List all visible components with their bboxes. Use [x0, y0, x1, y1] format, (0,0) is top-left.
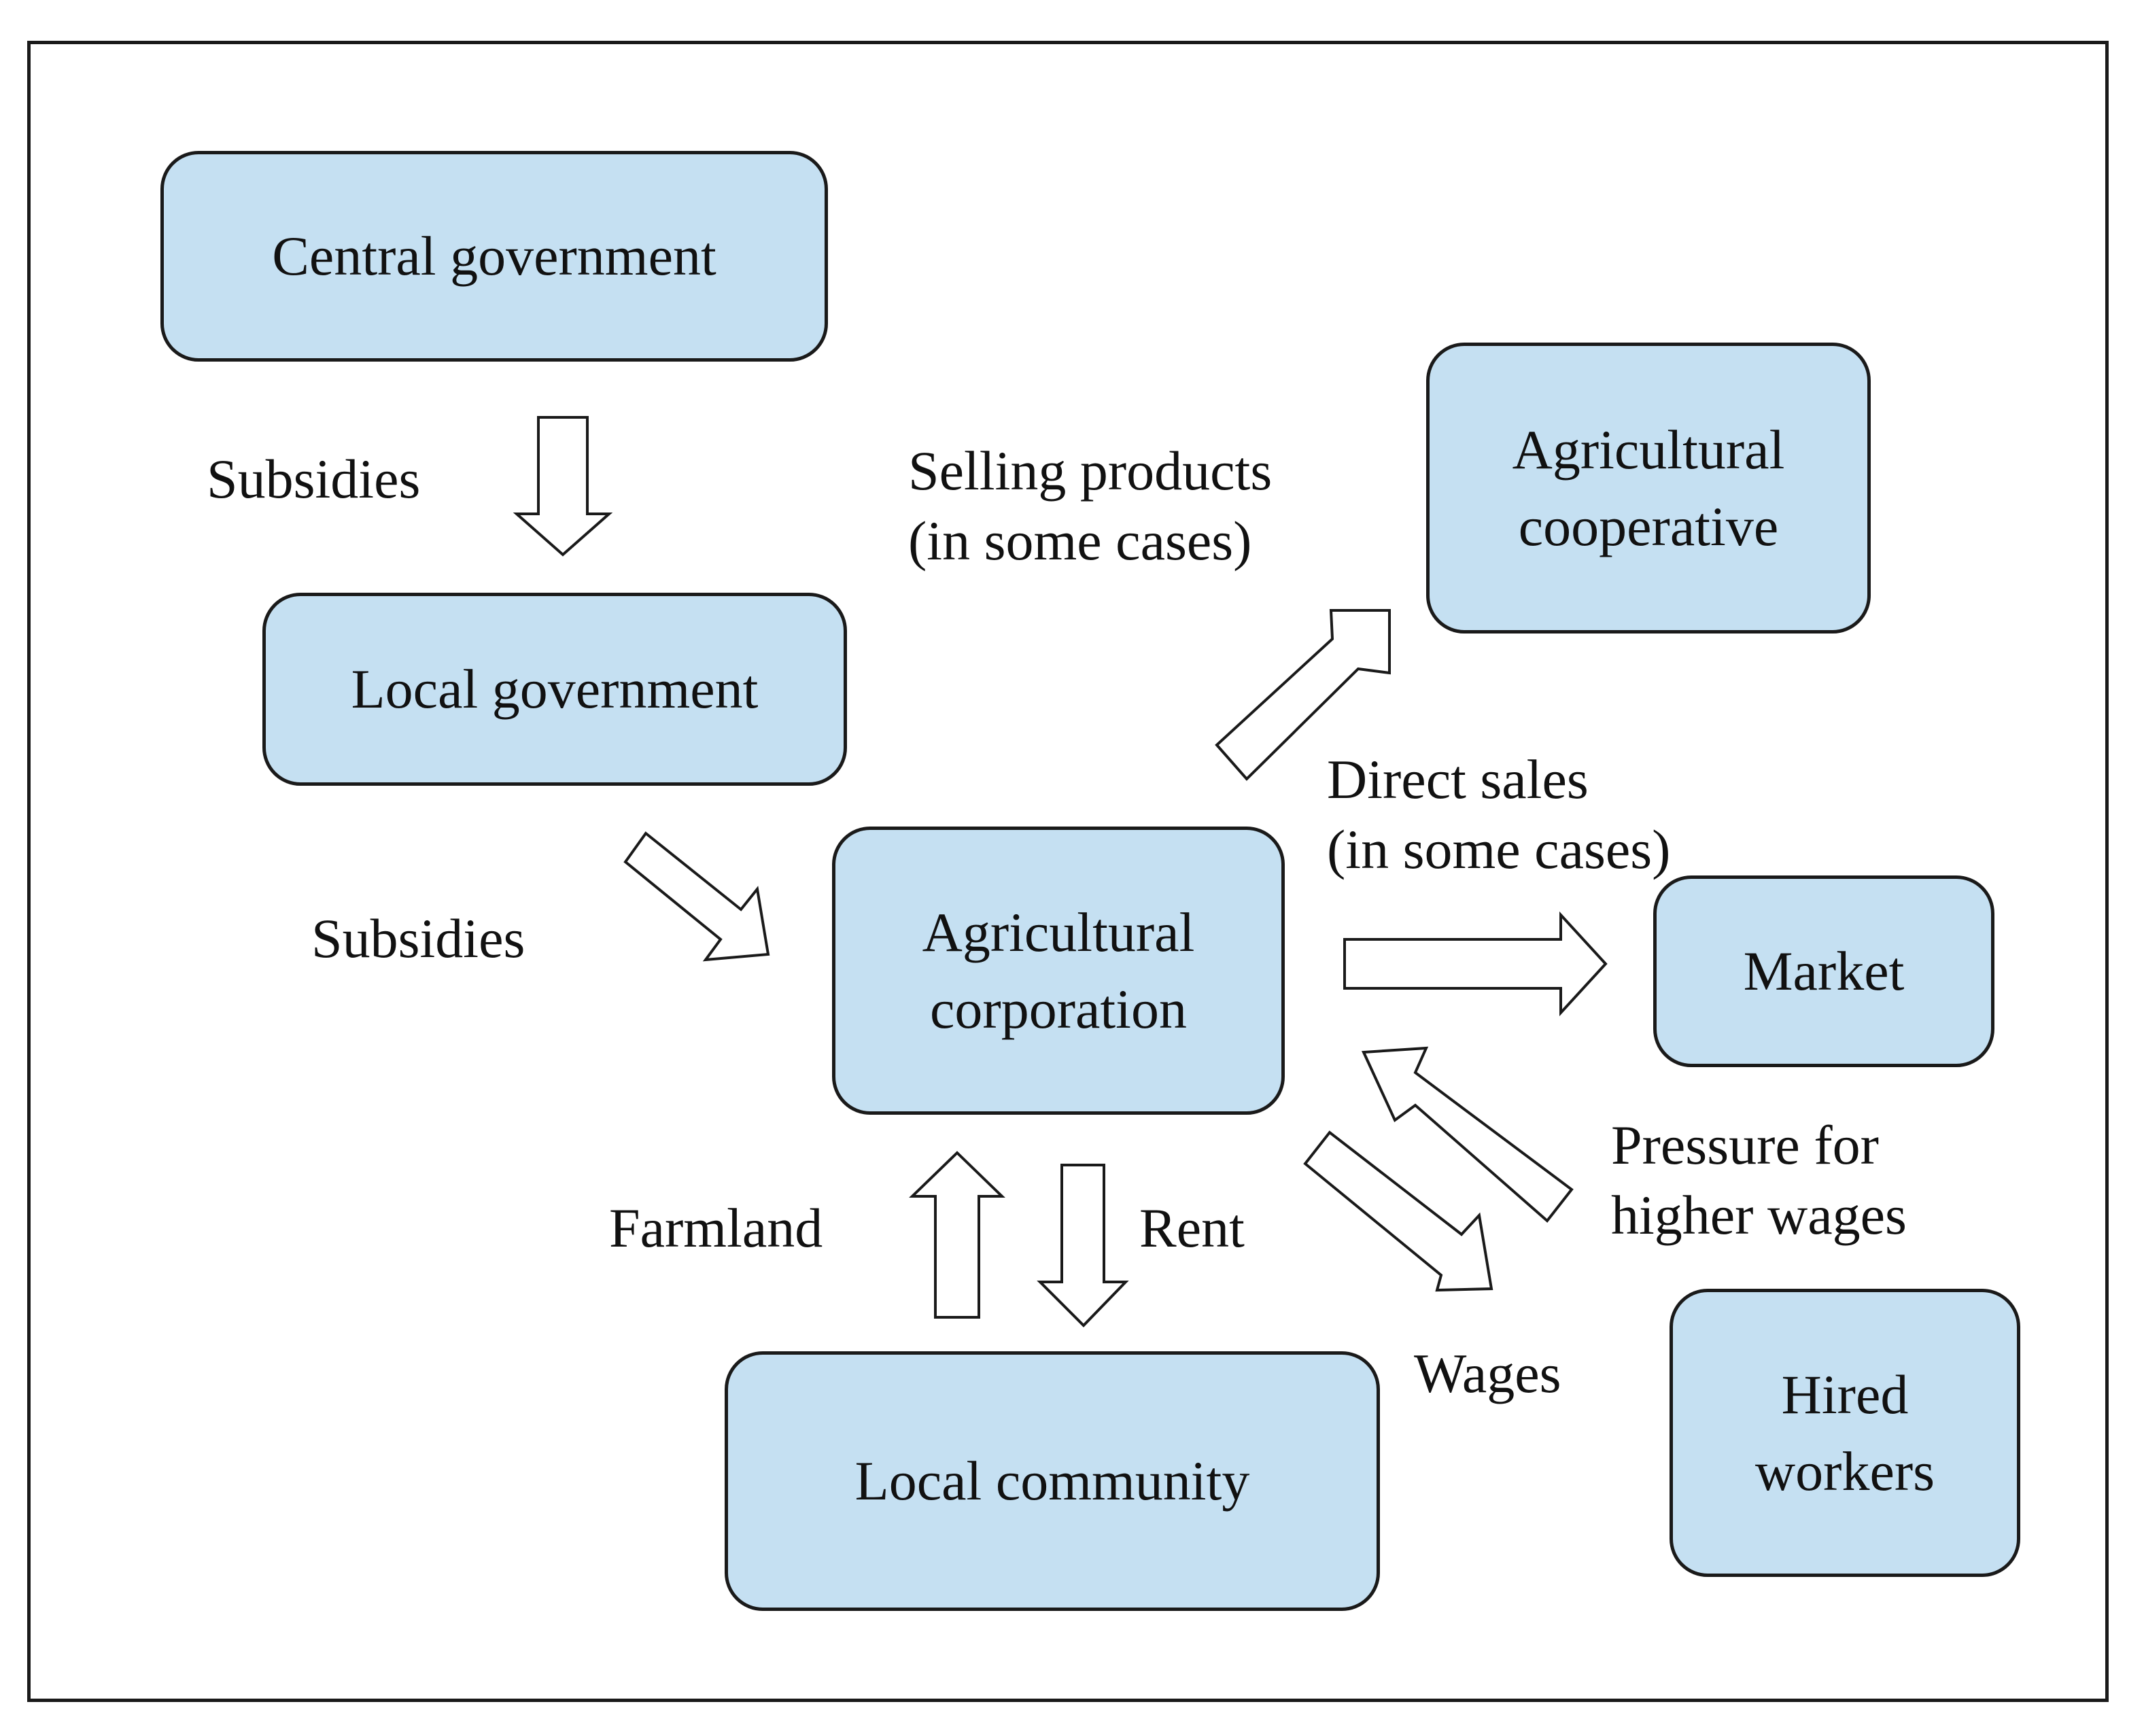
arrow-wages — [1303, 1130, 1493, 1292]
figure-border — [27, 41, 2109, 1702]
agricultural-cooperative-box: Agricultural cooperative — [1426, 343, 1871, 633]
arrow-subsidies-down — [513, 416, 613, 557]
farmland-label: Farmland — [609, 1197, 823, 1259]
arrow-rent-down — [1037, 1164, 1129, 1327]
wages-label: Wages — [1414, 1342, 1561, 1404]
arrow-direct-sales — [1343, 911, 1608, 1017]
local-government-box: Local government — [262, 593, 847, 786]
local-community-box: Local community — [725, 1351, 1380, 1611]
direct-sales-label: Direct sales (in some cases) — [1327, 748, 1671, 880]
central-government-box: Central government — [160, 151, 828, 362]
arrow-selling-products — [1215, 609, 1391, 781]
agricultural-corporation-box: Agricultural corporation — [832, 827, 1285, 1115]
subsidies-label-local: Subsidies — [311, 907, 525, 969]
subsidies-label-central: Subsidies — [207, 448, 421, 510]
arrow-pressure — [1361, 1046, 1574, 1223]
pressure-label: Pressure for higher wages — [1611, 1114, 1907, 1246]
selling-products-label: Selling products (in some cases) — [908, 440, 1273, 572]
arrow-subsidies-diagonal — [623, 831, 770, 962]
hired-workers-box: Hired workers — [1670, 1289, 2020, 1577]
rent-label: Rent — [1139, 1197, 1245, 1259]
arrow-farmland-up — [909, 1151, 1005, 1319]
market-box: Market — [1653, 875, 1994, 1067]
